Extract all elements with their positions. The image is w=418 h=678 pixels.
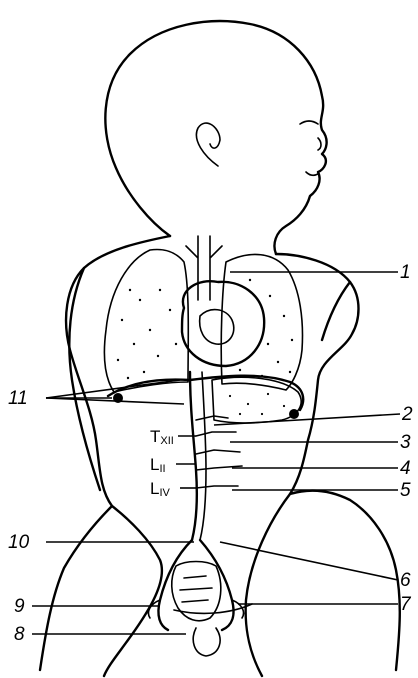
label-7: 7 xyxy=(400,594,412,615)
vertebra-label-liv: LIV xyxy=(150,479,171,499)
label-8: 8 xyxy=(14,624,25,645)
label-10: 10 xyxy=(8,532,30,553)
bladder-marks xyxy=(180,576,212,602)
spine-column xyxy=(190,372,197,540)
vertebra-label-lii: LII xyxy=(150,455,166,475)
leader-6 xyxy=(220,542,398,580)
scrotum xyxy=(193,628,220,656)
nose-mark xyxy=(318,138,321,150)
vertebral-branches xyxy=(196,416,242,488)
label-4: 4 xyxy=(400,458,411,479)
left-leg-outline xyxy=(104,506,162,676)
label-5: 5 xyxy=(400,480,411,501)
label-2: 2 xyxy=(401,404,413,425)
right-arm-outline xyxy=(322,282,350,340)
trachea xyxy=(186,236,222,300)
label-11: 11 xyxy=(8,388,28,409)
liver-stipple xyxy=(229,393,285,415)
left-lung xyxy=(104,250,188,393)
label-6: 6 xyxy=(400,570,411,591)
ear-outline xyxy=(196,123,220,166)
mouth-mark xyxy=(306,172,318,175)
label-9: 9 xyxy=(14,596,25,617)
vertebra-label-txii: TXII xyxy=(150,427,174,447)
left-arm-outline xyxy=(69,268,100,490)
eye-mark xyxy=(300,121,318,124)
head-outline xyxy=(105,21,326,254)
node-right xyxy=(289,409,299,419)
leader-2 xyxy=(214,414,400,425)
aorta xyxy=(200,372,206,540)
heart-inner xyxy=(200,310,234,345)
leader-11a xyxy=(46,380,180,398)
right-leg-outline xyxy=(246,494,290,676)
label-3: 3 xyxy=(400,432,411,453)
body-outline-right xyxy=(276,254,400,670)
pelvic-vessels xyxy=(158,540,233,630)
label-1: 1 xyxy=(400,262,411,283)
lung-stipple xyxy=(117,279,293,379)
